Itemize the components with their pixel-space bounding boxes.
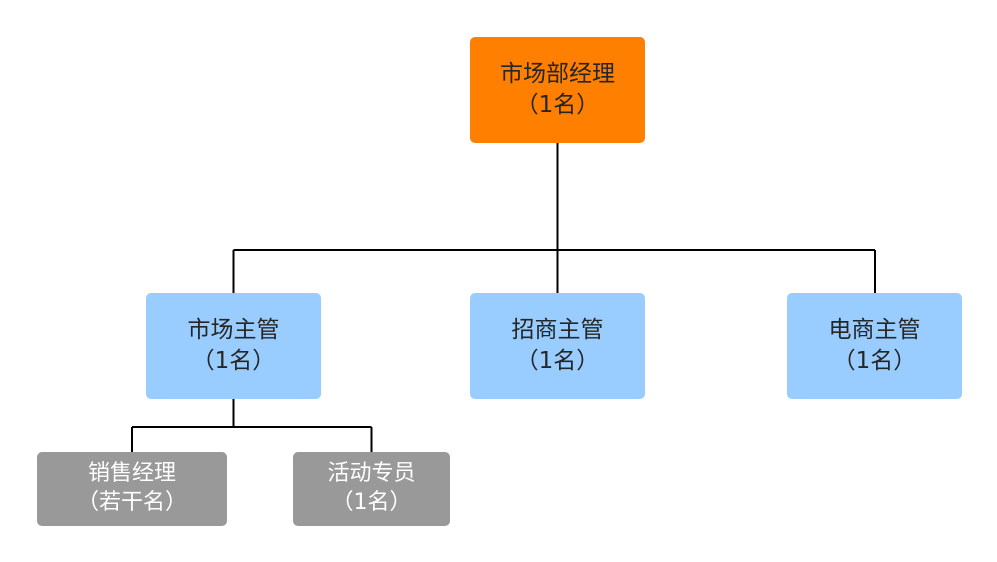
node-title: 市场主管 <box>187 316 280 343</box>
node-count: （1名） <box>191 348 276 374</box>
org-node-director: 市场部经理 （1名） <box>470 37 645 143</box>
org-node-marketing-supervisor: 市场主管 （1名） <box>146 293 321 399</box>
node-title: 电商主管 <box>828 316 921 343</box>
node-count: （1名） <box>515 92 600 118</box>
node-count: （1名） <box>515 348 600 374</box>
node-count: （1名） <box>331 490 412 515</box>
org-node-events-specialist: 活动专员 （1名） <box>293 452 450 526</box>
node-title: 市场部经理 <box>500 60 615 87</box>
node-count: （1名） <box>832 348 917 374</box>
org-node-investment-supervisor: 招商主管 （1名） <box>470 293 645 399</box>
node-title: 活动专员 <box>327 461 416 487</box>
org-node-ecommerce-supervisor: 电商主管 （1名） <box>787 293 962 399</box>
org-node-sales-manager: 销售经理 （若干名） <box>37 452 227 526</box>
node-title: 销售经理 <box>87 461 176 487</box>
node-title: 招商主管 <box>511 316 604 343</box>
node-count: （若干名） <box>76 490 187 515</box>
